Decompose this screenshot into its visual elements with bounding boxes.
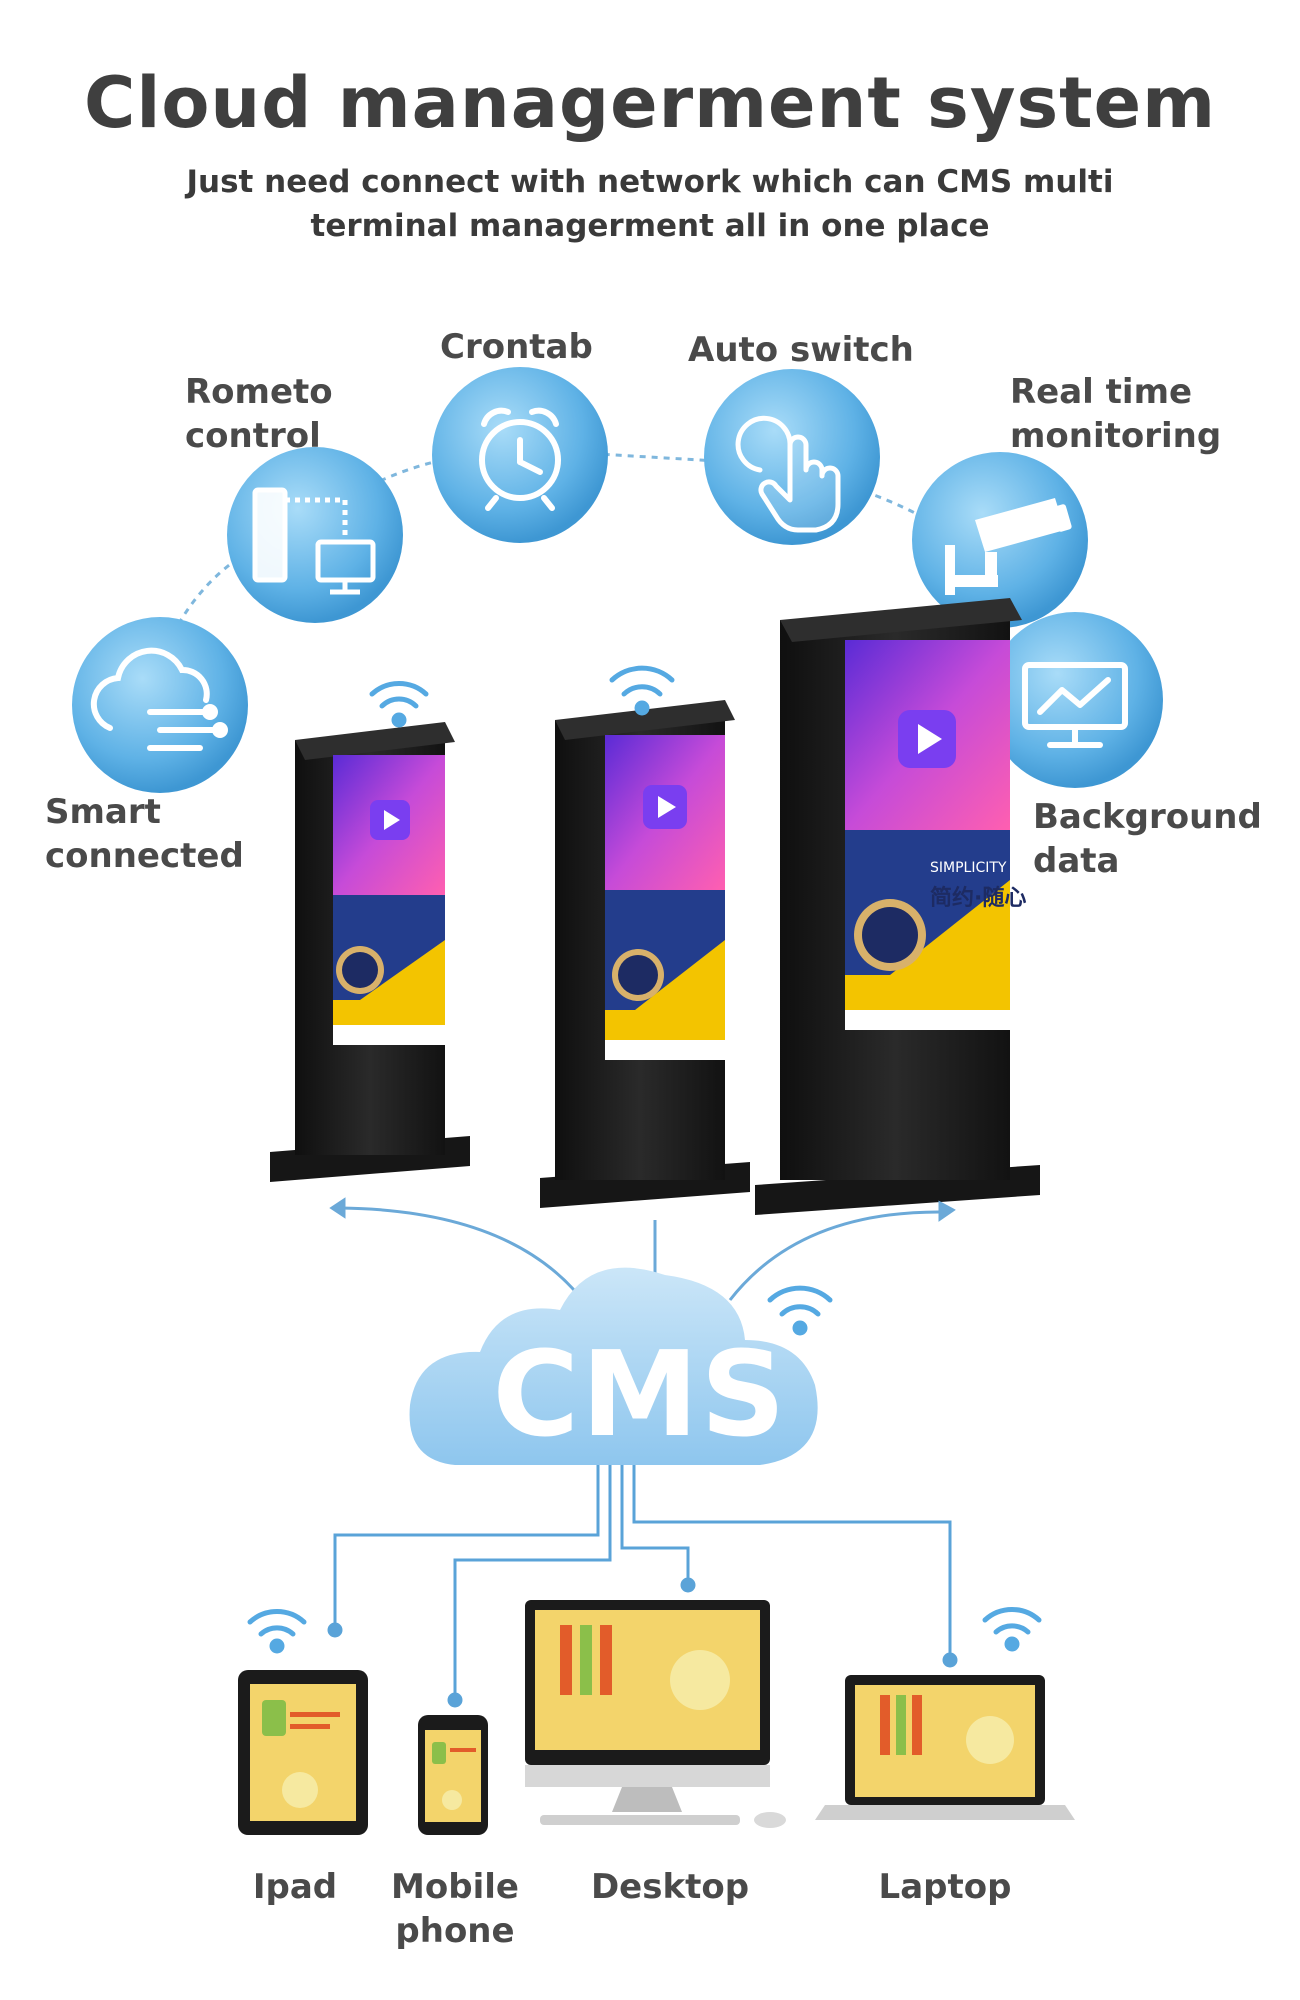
feature-label-real-time-monitoring: Real time monitoring (1010, 372, 1222, 456)
security-camera-icon (945, 498, 1072, 595)
feature-label-auto-switch: Auto switch (688, 330, 914, 370)
line-chart-monitor-icon (1022, 662, 1128, 748)
cloud-network-icon (90, 647, 228, 751)
feature-bubble-real-time-monitoring (912, 452, 1088, 628)
cloud-to-device-connectors (327, 1465, 958, 1708)
kiosk-overlay-text-en: SIMPLICITY (930, 860, 1007, 876)
laptop-icon (815, 1607, 1075, 1820)
device-label-ipad: Ipad (252, 1867, 338, 1907)
feature-label-smart-connected: Smart connected (45, 792, 244, 876)
wifi-icon (982, 1607, 1042, 1652)
kiosk-middle (540, 665, 750, 1208)
feature-bubble-remote-control (227, 447, 403, 623)
feature-bubble-auto-switch (704, 369, 880, 545)
hand-pointer-icon (735, 415, 841, 533)
page-title: Cloud managerment system (83, 62, 1217, 144)
feature-label-crontab: Crontab (440, 327, 593, 367)
feature-label-background-data: Background data (1033, 797, 1262, 881)
kiosk-screen-right (845, 640, 1010, 1030)
cms-cloud (409, 1267, 818, 1465)
feature-label-remote-control: Rometo control (185, 372, 333, 456)
device-label-laptop: Laptop (878, 1867, 1012, 1907)
wifi-icon (609, 665, 675, 716)
remote-control-icon (252, 487, 376, 595)
feature-bubble-smart-connected (72, 617, 248, 793)
cms-label: CMS (492, 1325, 788, 1463)
kiosk-left (270, 681, 470, 1182)
feature-bubble-crontab (432, 367, 608, 543)
phone-icon (418, 1715, 488, 1835)
kiosk-screen-left (333, 755, 445, 1045)
cloud-to-kiosk-connectors (329, 1197, 956, 1311)
wifi-icon (247, 1609, 307, 1654)
alarm-clock-icon (479, 407, 561, 511)
device-label-desktop: Desktop (590, 1867, 750, 1907)
page-subtitle: Just need connect with network which can… (186, 164, 1114, 244)
feature-bubble-background-data (987, 612, 1163, 788)
kiosk-overlay-text: 简约·随心 (930, 886, 1027, 911)
tablet-icon (238, 1609, 368, 1835)
desktop-icon (525, 1600, 786, 1828)
kiosk-screen-middle (605, 735, 725, 1060)
wifi-icon (369, 681, 429, 728)
device-label-mobile-phone: Mobile phone (391, 1867, 519, 1951)
kiosk-right (755, 598, 1040, 1215)
wifi-icon (767, 1285, 833, 1336)
